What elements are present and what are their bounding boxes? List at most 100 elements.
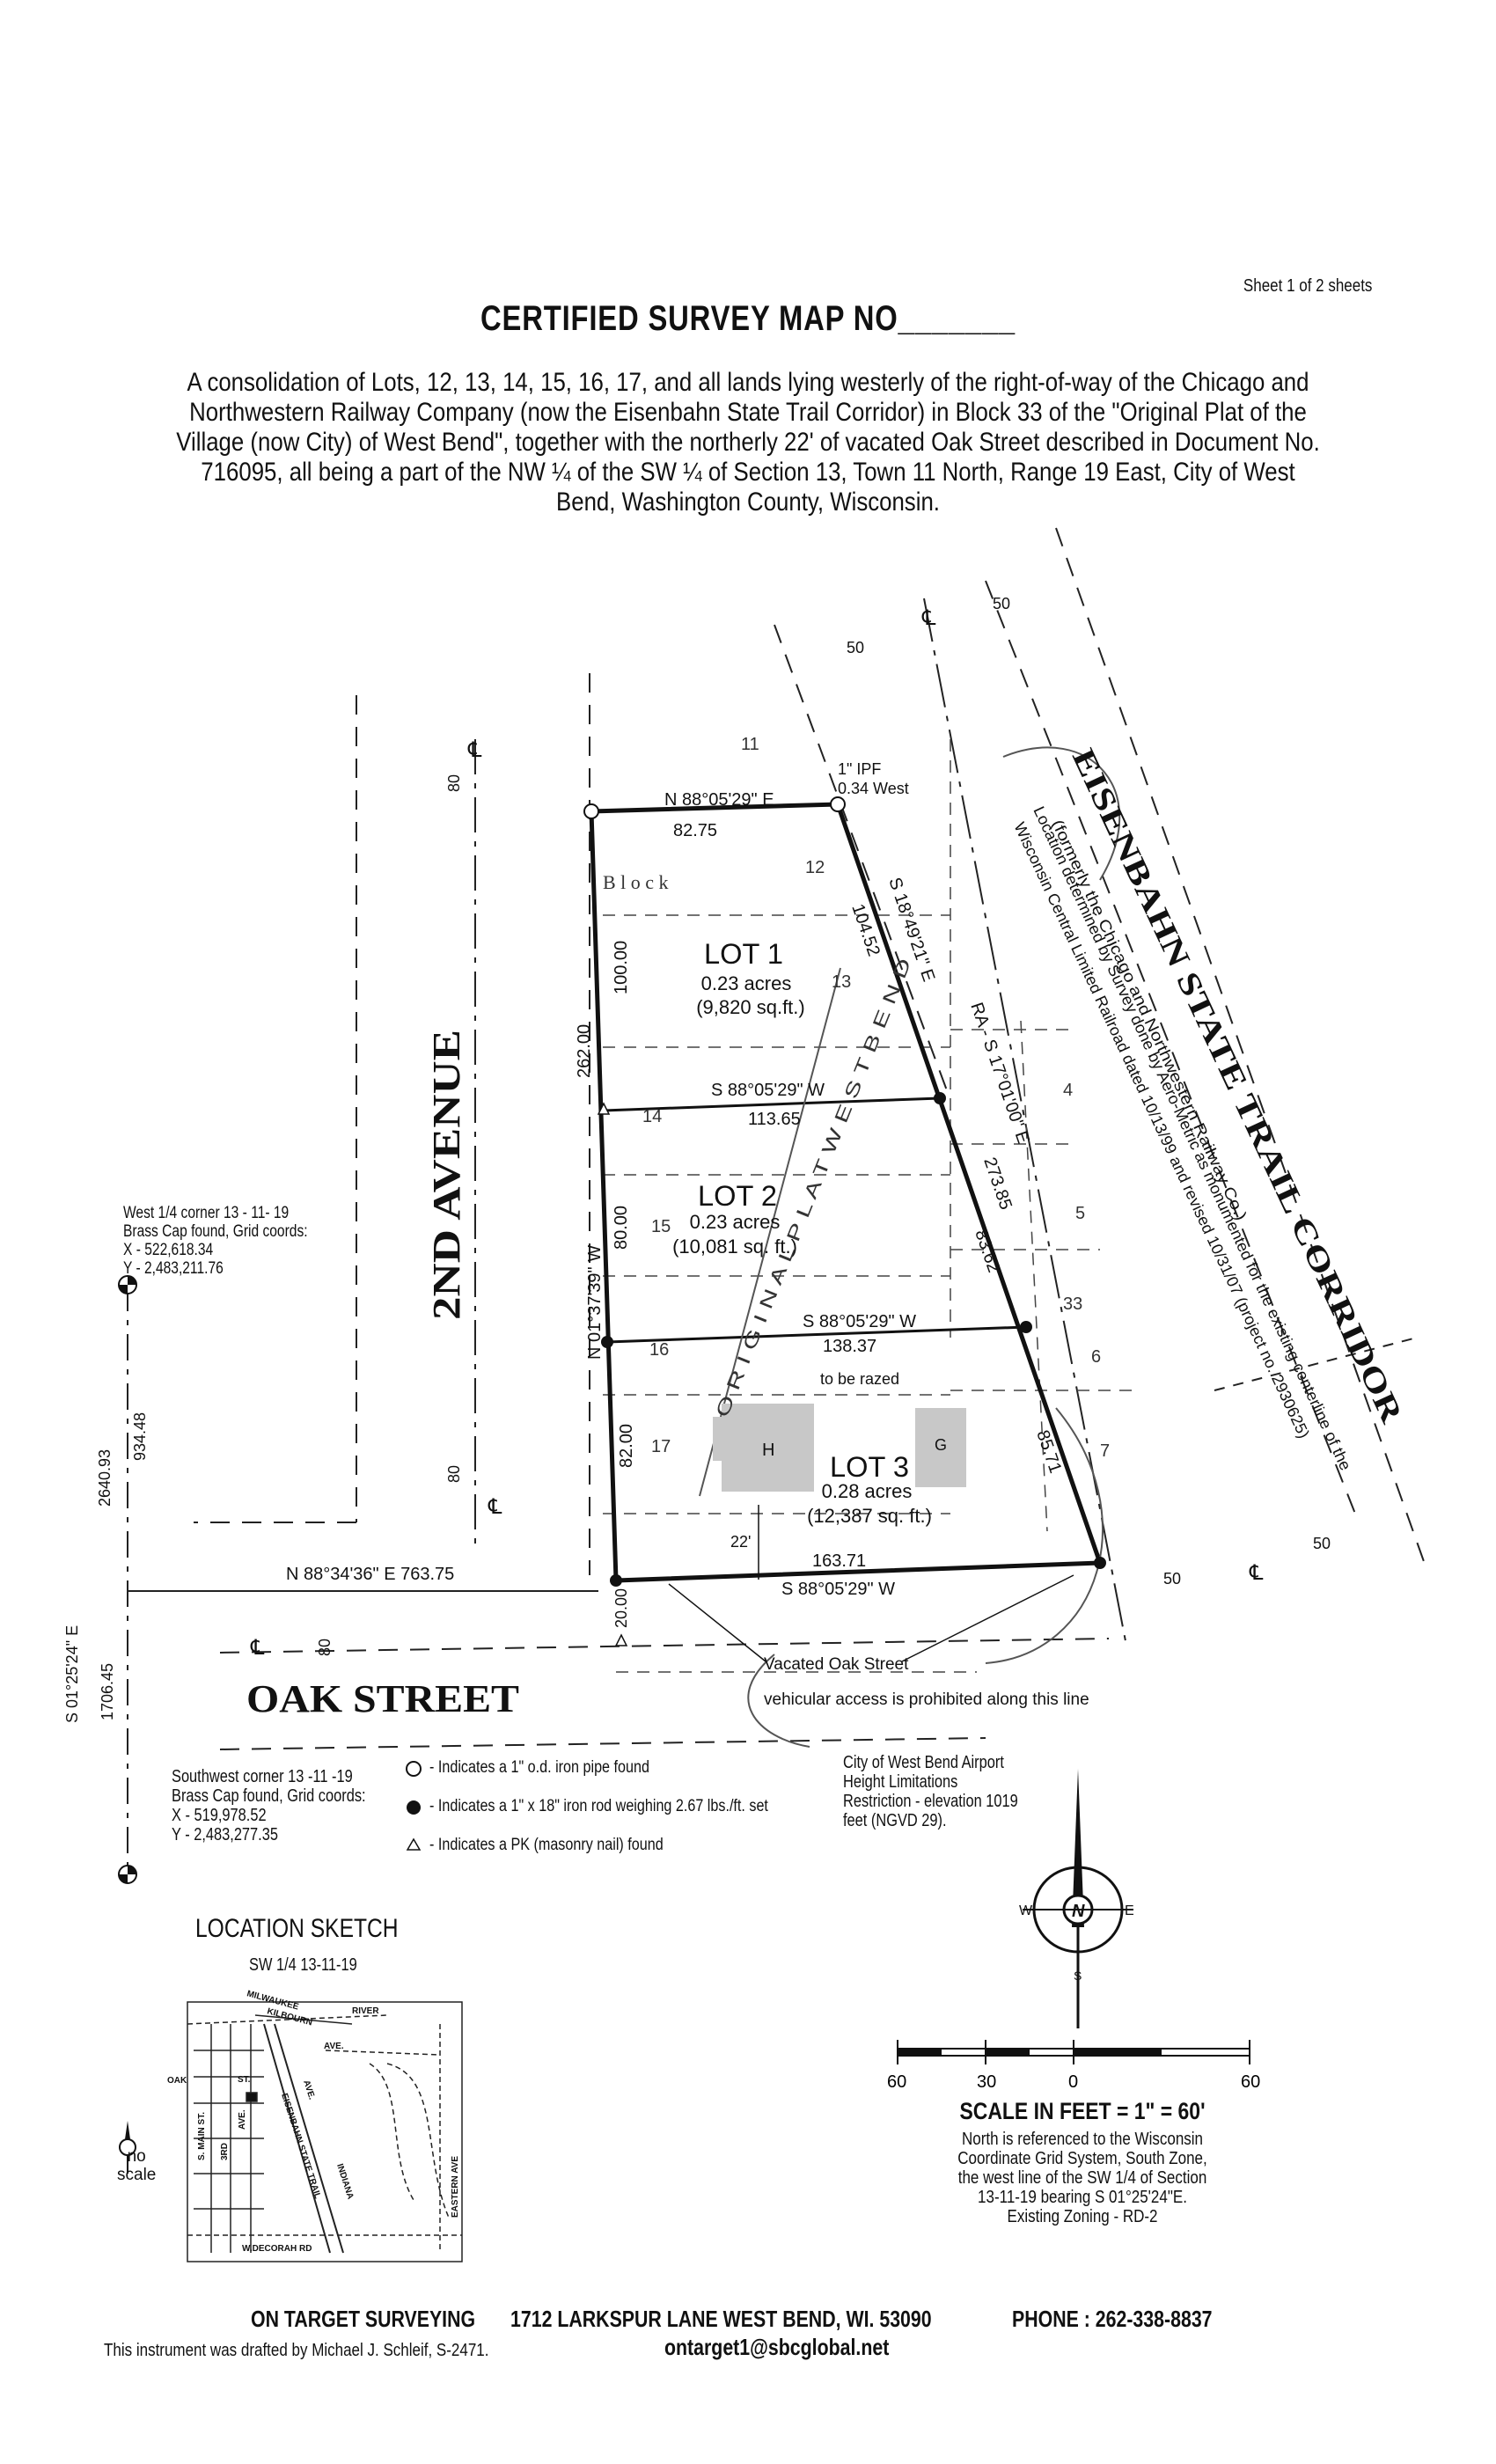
lot2-lot3-line [606, 1325, 1027, 1344]
trail-name: EISENBAHN STATE TRAIL CORRIDOR [1066, 743, 1411, 1428]
svg-text:B l o c k: B l o c k [603, 871, 669, 893]
svg-text:S 88°05'29" W: S 88°05'29" W [803, 1312, 916, 1331]
svg-text:80: 80 [445, 1465, 463, 1483]
svg-text:S: S [1074, 1969, 1082, 1983]
southwest-corner-note: Southwest corner 13 -11 -19 Brass Cap fo… [172, 1767, 366, 1844]
trail-far-line [1055, 527, 1426, 1567]
svg-text:℄: ℄ [1249, 1561, 1264, 1585]
svg-text:℄: ℄ [921, 606, 936, 630]
north-arrow: W N E S [1019, 1769, 1134, 2028]
svg-text:AVE.: AVE. [238, 2109, 247, 2130]
trail-offset [1214, 1337, 1418, 1391]
lot1-sqft: (9,820 sq.ft.) [696, 996, 805, 1018]
company-email: ontarget1@sbcglobal.net [664, 2334, 890, 2360]
svg-text:4: 4 [1063, 1081, 1073, 1100]
svg-text:W.DECORAH RD: W.DECORAH RD [242, 2244, 312, 2254]
svg-text:80: 80 [316, 1639, 334, 1656]
legend-iron-pipe: - Indicates a 1" o.d. iron pipe found [429, 1758, 649, 1777]
no-scale-note: no scale [117, 2147, 157, 2184]
svg-text:INDIANA: INDIANA [334, 2163, 355, 2201]
svg-text:83.62: 83.62 [971, 1227, 1003, 1274]
iron-rod-marker [1094, 1557, 1106, 1569]
iron-pipe-marker [830, 796, 846, 812]
sheet-number: Sheet 1 of 2 sheets [1243, 276, 1373, 296]
house-wing [713, 1417, 726, 1461]
location-sketch-title: LOCATION SKETCH [195, 1914, 399, 1943]
svg-text:5: 5 [1075, 1204, 1085, 1223]
svg-text:N: N [1072, 1902, 1085, 1921]
lot-numbers: 11 12 13 14 15 16 17 4 5 33 6 7 [642, 735, 1110, 1461]
svg-text:104.52: 104.52 [847, 901, 884, 958]
svg-text:℄: ℄ [467, 738, 482, 762]
svg-text:14: 14 [642, 1107, 662, 1126]
svg-text:6: 6 [1091, 1347, 1101, 1367]
legend-symbols [406, 1761, 422, 1851]
lot-subdivision-lines [603, 739, 1135, 1673]
svg-text:80: 80 [445, 774, 463, 792]
drafted-by-note: This instrument was drafted by Michael J… [104, 2341, 489, 2360]
garage-outline [915, 1408, 966, 1487]
svg-text:60: 60 [1241, 2072, 1260, 2092]
lot3-sqft: (12,387 sq. ft.) [807, 1505, 932, 1527]
oak-far-line [219, 1737, 986, 1750]
svg-text:S 01°25'24" E: S 01°25'24" E [63, 1625, 81, 1723]
svg-text:20.00: 20.00 [612, 1588, 630, 1628]
svg-text:℄: ℄ [250, 1636, 265, 1660]
svg-text:12: 12 [805, 858, 825, 877]
svg-text:16: 16 [649, 1340, 669, 1360]
location-sketch-subtitle: SW 1/4 13-11-19 [249, 1955, 357, 1975]
svg-text:82.00: 82.00 [617, 1424, 636, 1468]
scale-title: SCALE IN FEET = 1" = 60' [959, 2098, 1206, 2124]
trail-east-line [985, 580, 1356, 1514]
lot3-name: LOT 3 [830, 1451, 909, 1483]
iron-rod-marker [1020, 1321, 1032, 1333]
trail-arc [747, 746, 1121, 1748]
avenue-name: 2ND AVENUE [425, 1030, 468, 1320]
svg-text:Location determined by Survey: Location determined by Survey done by Ae… [1030, 803, 1354, 1473]
svg-text:S. MAIN ST.: S. MAIN ST. [197, 2112, 207, 2160]
svg-text:30: 30 [977, 2072, 996, 2092]
sketch-north-arrow [119, 2121, 136, 2174]
scale-notes: North is referenced to the Wisconsin Coo… [957, 2130, 1207, 2226]
west-quarter-corner-note: West 1/4 corner 13 - 11- 19 Brass Cap fo… [123, 1204, 308, 1278]
lot-labels: LOT 1 0.23 acres (9,820 sq.ft.) LOT 2 0.… [672, 938, 932, 1527]
svg-text:2640.93: 2640.93 [96, 1449, 114, 1507]
svg-text:163.71: 163.71 [812, 1551, 866, 1571]
iron-rod-marker [601, 1336, 613, 1348]
svg-text:138.37: 138.37 [823, 1337, 876, 1356]
svg-text:EASTERN AVE: EASTERN AVE [451, 2156, 460, 2218]
svg-text:60: 60 [887, 2072, 906, 2092]
legend-pk-nail: - Indicates a PK (masonry nail) found [429, 1836, 664, 1854]
location-sketch-map [187, 2001, 463, 2262]
svg-text:ST.: ST. [238, 2075, 251, 2085]
svg-text:15: 15 [651, 1217, 671, 1236]
legal-description: A consolidation of Lots, 12, 13, 14, 15,… [176, 368, 1320, 517]
oak-street-name: OAK STREET [246, 1677, 519, 1720]
svg-text:1" IPF: 1" IPF [838, 760, 881, 778]
svg-text:1706.45: 1706.45 [99, 1663, 116, 1720]
svg-text:80.00: 80.00 [612, 1206, 631, 1250]
legend-iron-rod: - Indicates a 1" x 18" iron rod weighing… [429, 1797, 768, 1815]
iron-pipe-marker [583, 803, 599, 819]
pk-nail-marker [597, 1102, 611, 1115]
svg-text:℄: ℄ [488, 1495, 502, 1519]
svg-text:S 88°05'29" W: S 88°05'29" W [711, 1081, 825, 1100]
svg-text:13: 13 [832, 972, 851, 992]
svg-text:AVE.: AVE. [324, 2042, 344, 2051]
svg-text:50: 50 [1313, 1535, 1331, 1552]
lot2-name: LOT 2 [698, 1180, 777, 1212]
svg-text:50: 50 [1163, 1570, 1181, 1588]
svg-text:S 88°05'29" W: S 88°05'29" W [781, 1580, 895, 1599]
lot1-lot2-line [603, 1096, 941, 1112]
lot2-acres: 0.23 acres [690, 1211, 781, 1233]
svg-text:0.34 West: 0.34 West [838, 780, 909, 797]
svg-text:Vacated Oak Street: Vacated Oak Street [764, 1655, 909, 1674]
svg-text:100.00: 100.00 [612, 941, 631, 994]
svg-text:H: H [762, 1441, 774, 1460]
brass-cap-marker [118, 1275, 137, 1294]
svg-text:vehicular access is prohibited: vehicular access is prohibited along thi… [764, 1690, 1089, 1709]
svg-text:AVE.: AVE. [301, 2079, 317, 2101]
iron-rod-marker [610, 1574, 622, 1587]
monuments [118, 796, 1106, 1884]
